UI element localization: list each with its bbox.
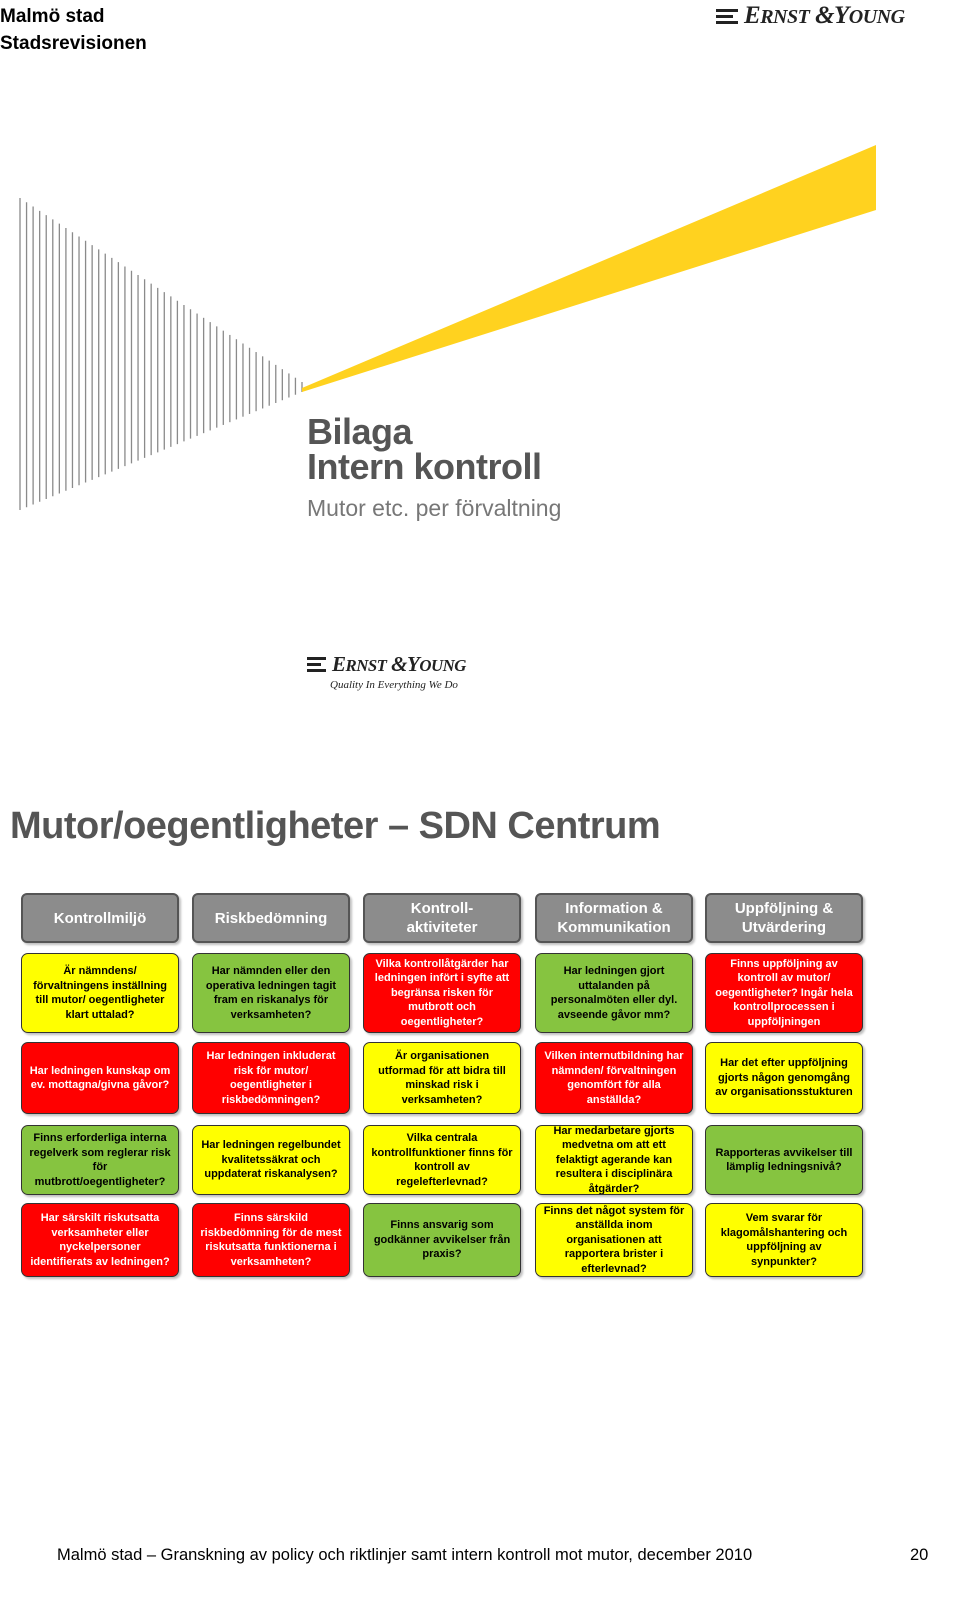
ey-bars-icon xyxy=(307,657,326,672)
column-header: Information & Kommunikation xyxy=(535,893,693,943)
matrix-cell-yellow: Har medarbetare gjorts medvetna om att e… xyxy=(535,1125,693,1195)
ey-logo-cover: ERNST &YOUNG xyxy=(307,652,466,677)
column-header: Kontroll- aktiviteter xyxy=(363,893,521,943)
ey-wordmark: ERNST &YOUNG xyxy=(744,2,905,29)
cover-graphic xyxy=(19,145,876,510)
cover-subtitle: Mutor etc. per förvaltning xyxy=(307,495,562,521)
matrix-cell-yellow: Har ledningen regelbundet kvalitetssäkra… xyxy=(192,1125,350,1195)
ey-tagline: Quality In Everything We Do xyxy=(330,679,458,691)
matrix-cell-red: Har särskilt riskutsatta verksamheter el… xyxy=(21,1203,179,1277)
matrix-cell-green: Finns ansvarig som godkänner avvikelser … xyxy=(363,1203,521,1277)
ey-logo-header: ERNST &YOUNG xyxy=(716,2,905,30)
ey-bars-icon xyxy=(716,8,738,24)
cover-title-line1: Bilaga xyxy=(307,411,413,452)
matrix-cell-yellow: Vilka centrala kontrollfunktioner finns … xyxy=(363,1125,521,1195)
matrix-cell-red: Vilken internutbildning har nämnden/ för… xyxy=(535,1042,693,1114)
slide-title: Mutor/oegentligheter – SDN Centrum xyxy=(10,805,661,847)
matrix-cell-yellow: Är nämndens/ förvaltningens inställning … xyxy=(21,953,179,1033)
matrix-cell-red: Vilka kontrollåtgärder har ledningen inf… xyxy=(363,953,521,1033)
matrix-cell-red: Har ledningen inkluderat risk för mutor/… xyxy=(192,1042,350,1114)
cover-title-line2: Intern kontroll xyxy=(307,446,542,487)
matrix-cell-green: Finns erforderliga interna regelverk som… xyxy=(21,1125,179,1195)
matrix-cell-green: Har ledningen gjort uttalanden på person… xyxy=(535,953,693,1033)
column-header: Uppföljning & Utvärdering xyxy=(705,893,863,943)
ey-wordmark: ERNST &YOUNG xyxy=(332,652,466,676)
matrix-cell-red: Finns uppföljning av kontroll av mutor/ … xyxy=(705,953,863,1033)
matrix-cell-green: Har nämnden eller den operativa ledninge… xyxy=(192,953,350,1033)
matrix-cell-red: Finns särskild riskbedömning för de mest… xyxy=(192,1203,350,1277)
converging-lines-graphic xyxy=(19,198,303,510)
column-header: Riskbedömning xyxy=(192,893,350,943)
yellow-beam-graphic xyxy=(302,145,876,392)
header-unit: Stadsrevisionen xyxy=(0,33,147,54)
matrix-cell-yellow: Vem svarar för klagomålshantering och up… xyxy=(705,1203,863,1277)
matrix-cell-yellow: Har det efter uppföljning gjorts någon g… xyxy=(705,1042,863,1114)
matrix-cell-yellow: Finns det något system för anställda ino… xyxy=(535,1203,693,1277)
header-org: Malmö stad xyxy=(0,6,105,27)
footer-text: Malmö stad – Granskning av policy och ri… xyxy=(57,1546,753,1564)
page-number: 20 xyxy=(910,1546,929,1564)
matrix-cell-red: Har ledningen kunskap om ev. mottagna/gi… xyxy=(21,1042,179,1114)
matrix-cell-yellow: Är organisationen utformad för att bidra… xyxy=(363,1042,521,1114)
matrix-cell-green: Rapporteras avvikelser till lämplig ledn… xyxy=(705,1125,863,1195)
column-header: Kontrollmiljö xyxy=(21,893,179,943)
